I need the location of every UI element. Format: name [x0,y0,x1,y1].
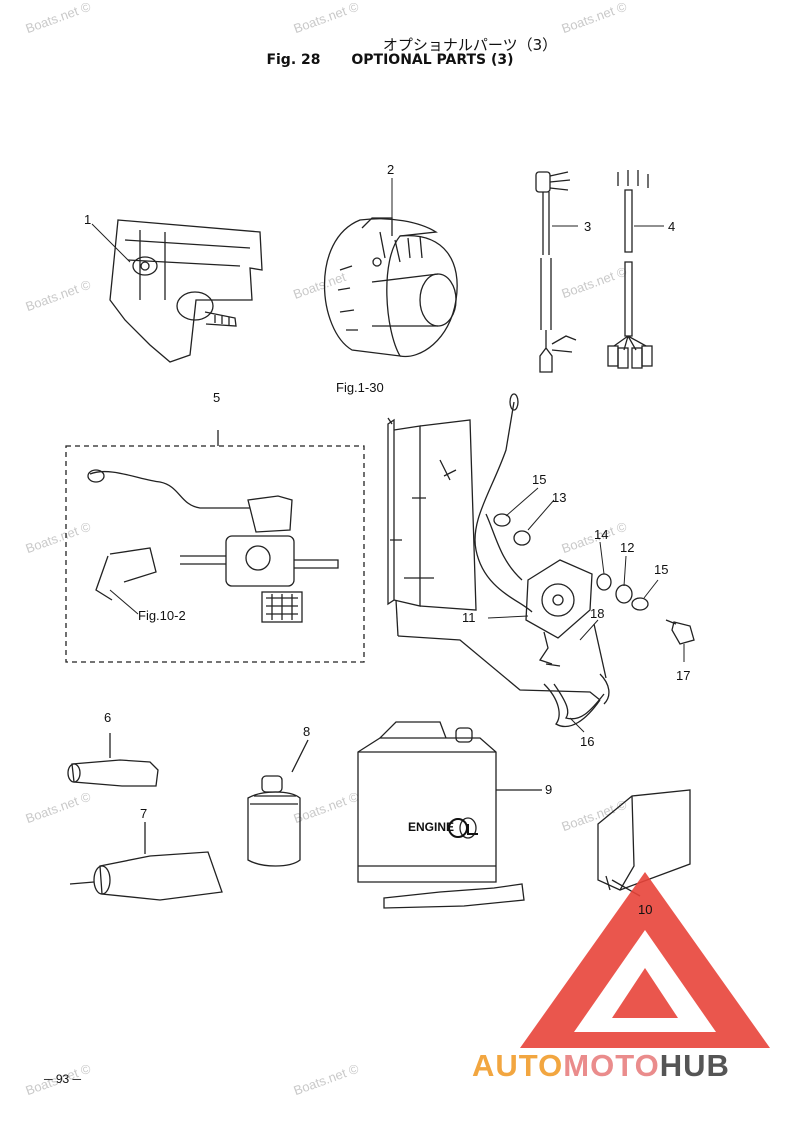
callout-7: 7 [140,806,148,821]
oil-logo-icon [448,818,478,838]
callout-17: 17 [676,668,691,683]
part-10-drawing [597,789,691,897]
part-6-drawing [67,733,159,787]
page-title-japanese: オプショナルパーツ（3） [382,36,558,54]
figure-number: Fig. 28 [266,52,321,68]
page-number: ─ 93 ─ [44,1072,82,1086]
part-1-drawing [109,219,263,363]
figure-title: Fig. 28 OPTIONAL PARTS (3) [0,52,790,68]
oil-can-label: ENGINE [408,820,455,834]
part-2-drawing [323,217,458,358]
part-9-drawing [357,721,542,909]
part-3-drawing [535,171,577,373]
part-4-drawing [607,170,653,369]
callout-15: 15 [532,472,547,487]
callout-6: 6 [104,710,112,725]
callout-1: 1 [84,212,92,227]
callout-11: 11 [462,610,476,625]
callout-8: 8 [303,724,311,739]
part-8-drawing [247,739,309,867]
fuel-line-assembly-drawing [387,393,695,728]
callout-10: 10 [638,902,653,917]
callout-13: 13 [552,490,567,505]
part-7-drawing [69,822,223,901]
callout-3: 3 [584,219,592,234]
reference-fig-1-30: Fig.1-30 [336,380,384,395]
reference-fig-10-2: Fig.10-2 [138,608,186,623]
callout-12: 12 [620,540,635,555]
brand-part-moto: MOTO [563,1048,660,1083]
part-5-drawing [65,430,365,663]
automotohub-logo-icon [520,872,770,1048]
callout-14: 14 [594,527,609,542]
callout-16: 16 [580,734,595,749]
callout-18: 18 [590,606,605,621]
callout-4: 4 [668,219,676,234]
callout-2: 2 [387,162,395,177]
callout-15: 15 [654,562,669,577]
callout-9: 9 [545,782,553,797]
brand-part-auto: AUTO [472,1048,564,1083]
callout-5: 5 [213,390,221,405]
brand-watermark: AUTOMOTOHUB [472,1048,730,1084]
figure-title-english: OPTIONAL PARTS (3) [351,52,514,68]
brand-part-hub: HUB [659,1048,730,1083]
